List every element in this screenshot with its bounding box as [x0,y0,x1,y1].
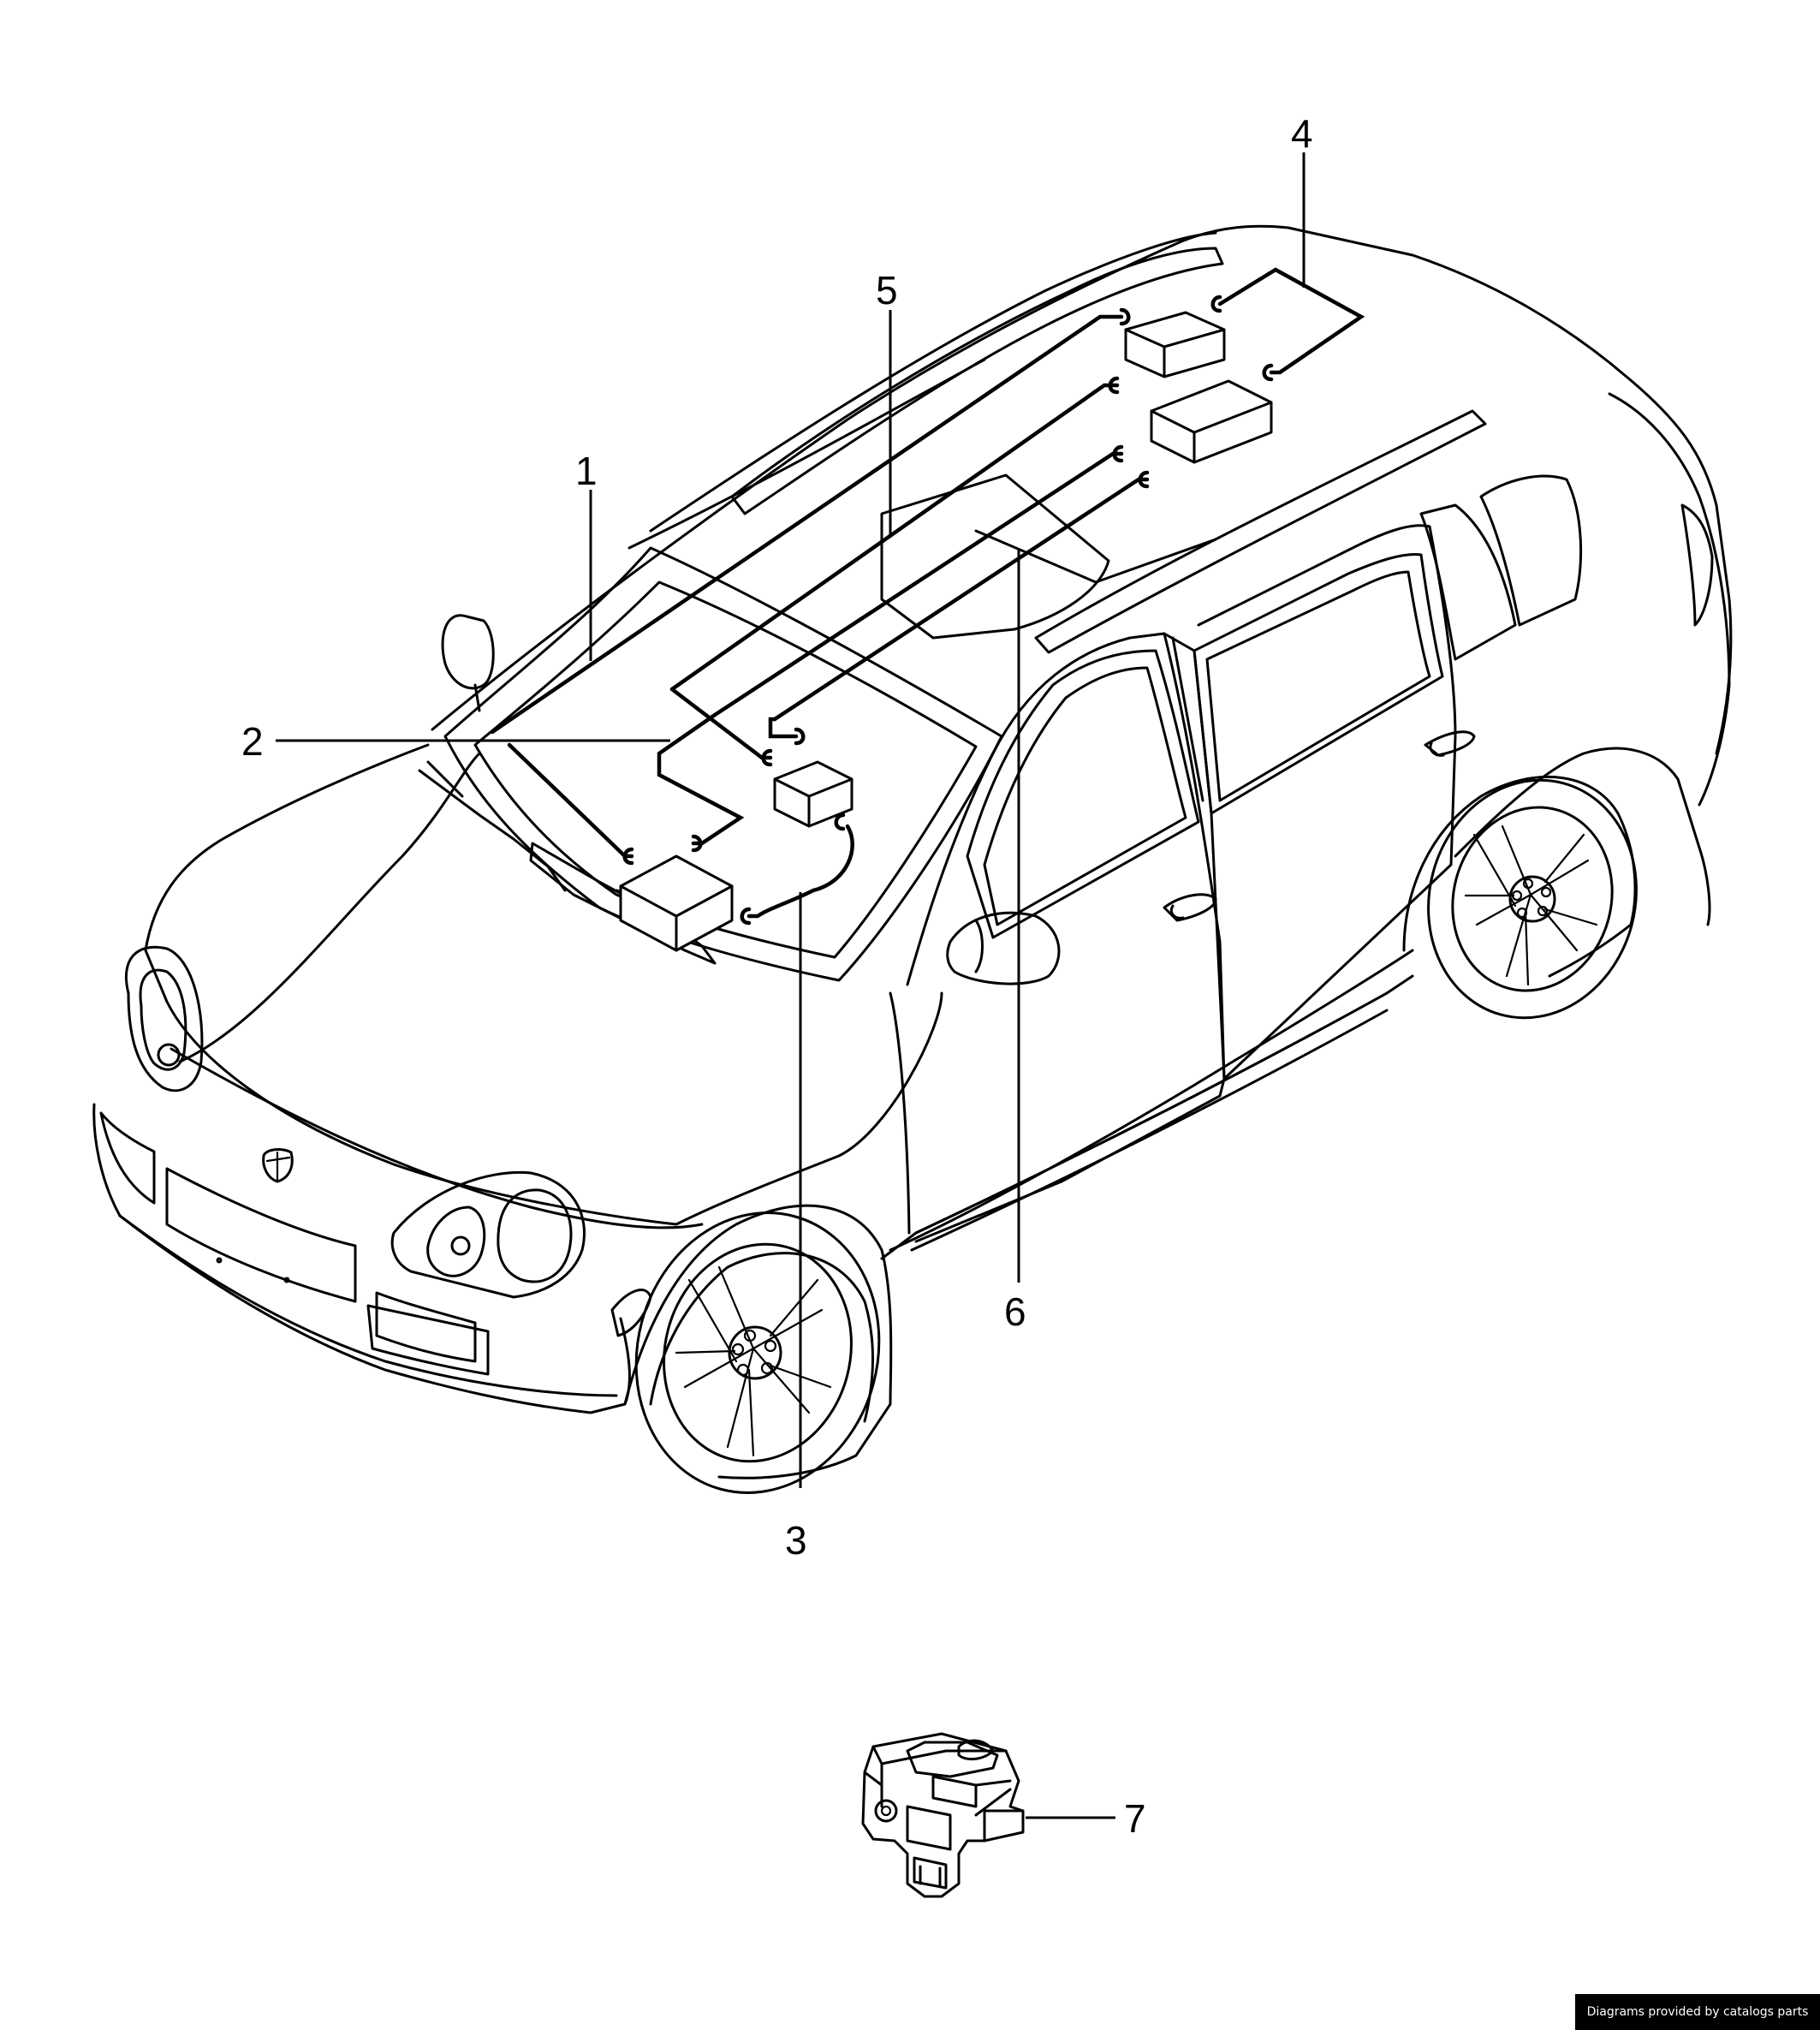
body-side-lower [889,949,1414,1252]
leader-lines [276,152,1306,1819]
headlight-left-bulb [157,1043,181,1067]
wiring-harness-group [490,267,1365,952]
front-window [966,649,1200,939]
rear-body-side [1454,747,1711,926]
grille-center [165,1167,357,1303]
hood-outline [144,743,943,1226]
harness-3-tail [746,824,854,919]
callout-3: 3 [785,1518,807,1563]
door-handle-rear [1424,730,1476,757]
windshield-inner [473,580,978,959]
front-fender [623,1204,893,1479]
connector-plugs [622,295,1274,926]
b-pillar [1163,632,1226,1080]
bumper-detail [283,1277,290,1283]
headlight-right-bulb [450,1235,471,1256]
rear-wheel-rim [1451,806,1614,992]
bumper-detail [216,1257,223,1264]
callout-4: 4 [1291,111,1313,156]
porsche-crest-icon [262,1148,294,1183]
rear-door [1197,524,1457,1080]
roof-rail-right [1034,409,1487,654]
harness-1 [490,314,1124,735]
wiper-arm-left [418,760,567,892]
rear-wheel-spokes [1464,825,1598,986]
headlight-right-lens-inner [426,1205,486,1277]
hood-crease [178,752,481,1063]
vehicle-outline [92,224,1733,1494]
quarter-window [1419,503,1517,661]
sunroof-outline [880,473,1110,640]
door-handle-front [1163,893,1217,922]
front-door [906,632,1226,1243]
sensor-module-icon [861,1732,1025,1898]
credit-banner: Diagrams provided by catalogs parts [1575,1994,1820,2030]
rear-window-inner [1205,570,1431,802]
roof-outline [431,224,1733,755]
front-wheel-rim [663,1242,853,1463]
rocker-panel [910,991,1389,1252]
control-module-box-a [1124,311,1226,378]
callout-1: 1 [575,449,598,493]
fog-light-right [375,1291,477,1363]
rear-window [1193,552,1444,815]
front-wheel-tire [634,1211,881,1494]
grille-left-intake [99,1111,156,1205]
windshield-outline [443,546,1003,982]
roof-rail-left [730,247,1224,515]
harness-1-branch [507,742,634,859]
callout-6: 6 [1004,1289,1026,1334]
control-module-box-b [1150,379,1273,464]
roof-inner-edge [649,231,1217,533]
harness-4 [1217,267,1365,375]
mirror-right [946,911,1061,985]
headlight-left [124,945,204,1092]
rear-tail [1608,392,1731,807]
control-module-box-c [773,760,853,828]
harness-2-branch [669,687,773,760]
grille-right-intake [366,1304,490,1376]
callout-2: 2 [241,719,264,764]
callout-5: 5 [876,268,898,313]
callout-labels: 1 2 3 4 5 6 7 [241,111,1313,1841]
headlight-right [390,1170,586,1299]
rear-wheel-tire [1427,778,1638,1020]
a-pillar-base [889,991,911,1235]
roof-front-edge [627,358,1217,584]
headlight-right-lens-outer [497,1188,573,1283]
rear-quarter-glass [1479,474,1583,627]
hood-front-edge [170,1047,704,1229]
headlight-left-lens [139,968,187,1071]
rear-wheel-arch [1402,776,1637,978]
front-wheel-arch [649,1252,874,1423]
harness-6-drop [768,717,799,739]
callout-7: 7 [1124,1796,1146,1841]
control-module-box-d [619,854,734,952]
mirror-left [441,614,495,712]
bumper-lower-edge [118,1214,618,1397]
front-window-inner [983,666,1187,926]
harness-2 [669,383,1120,692]
